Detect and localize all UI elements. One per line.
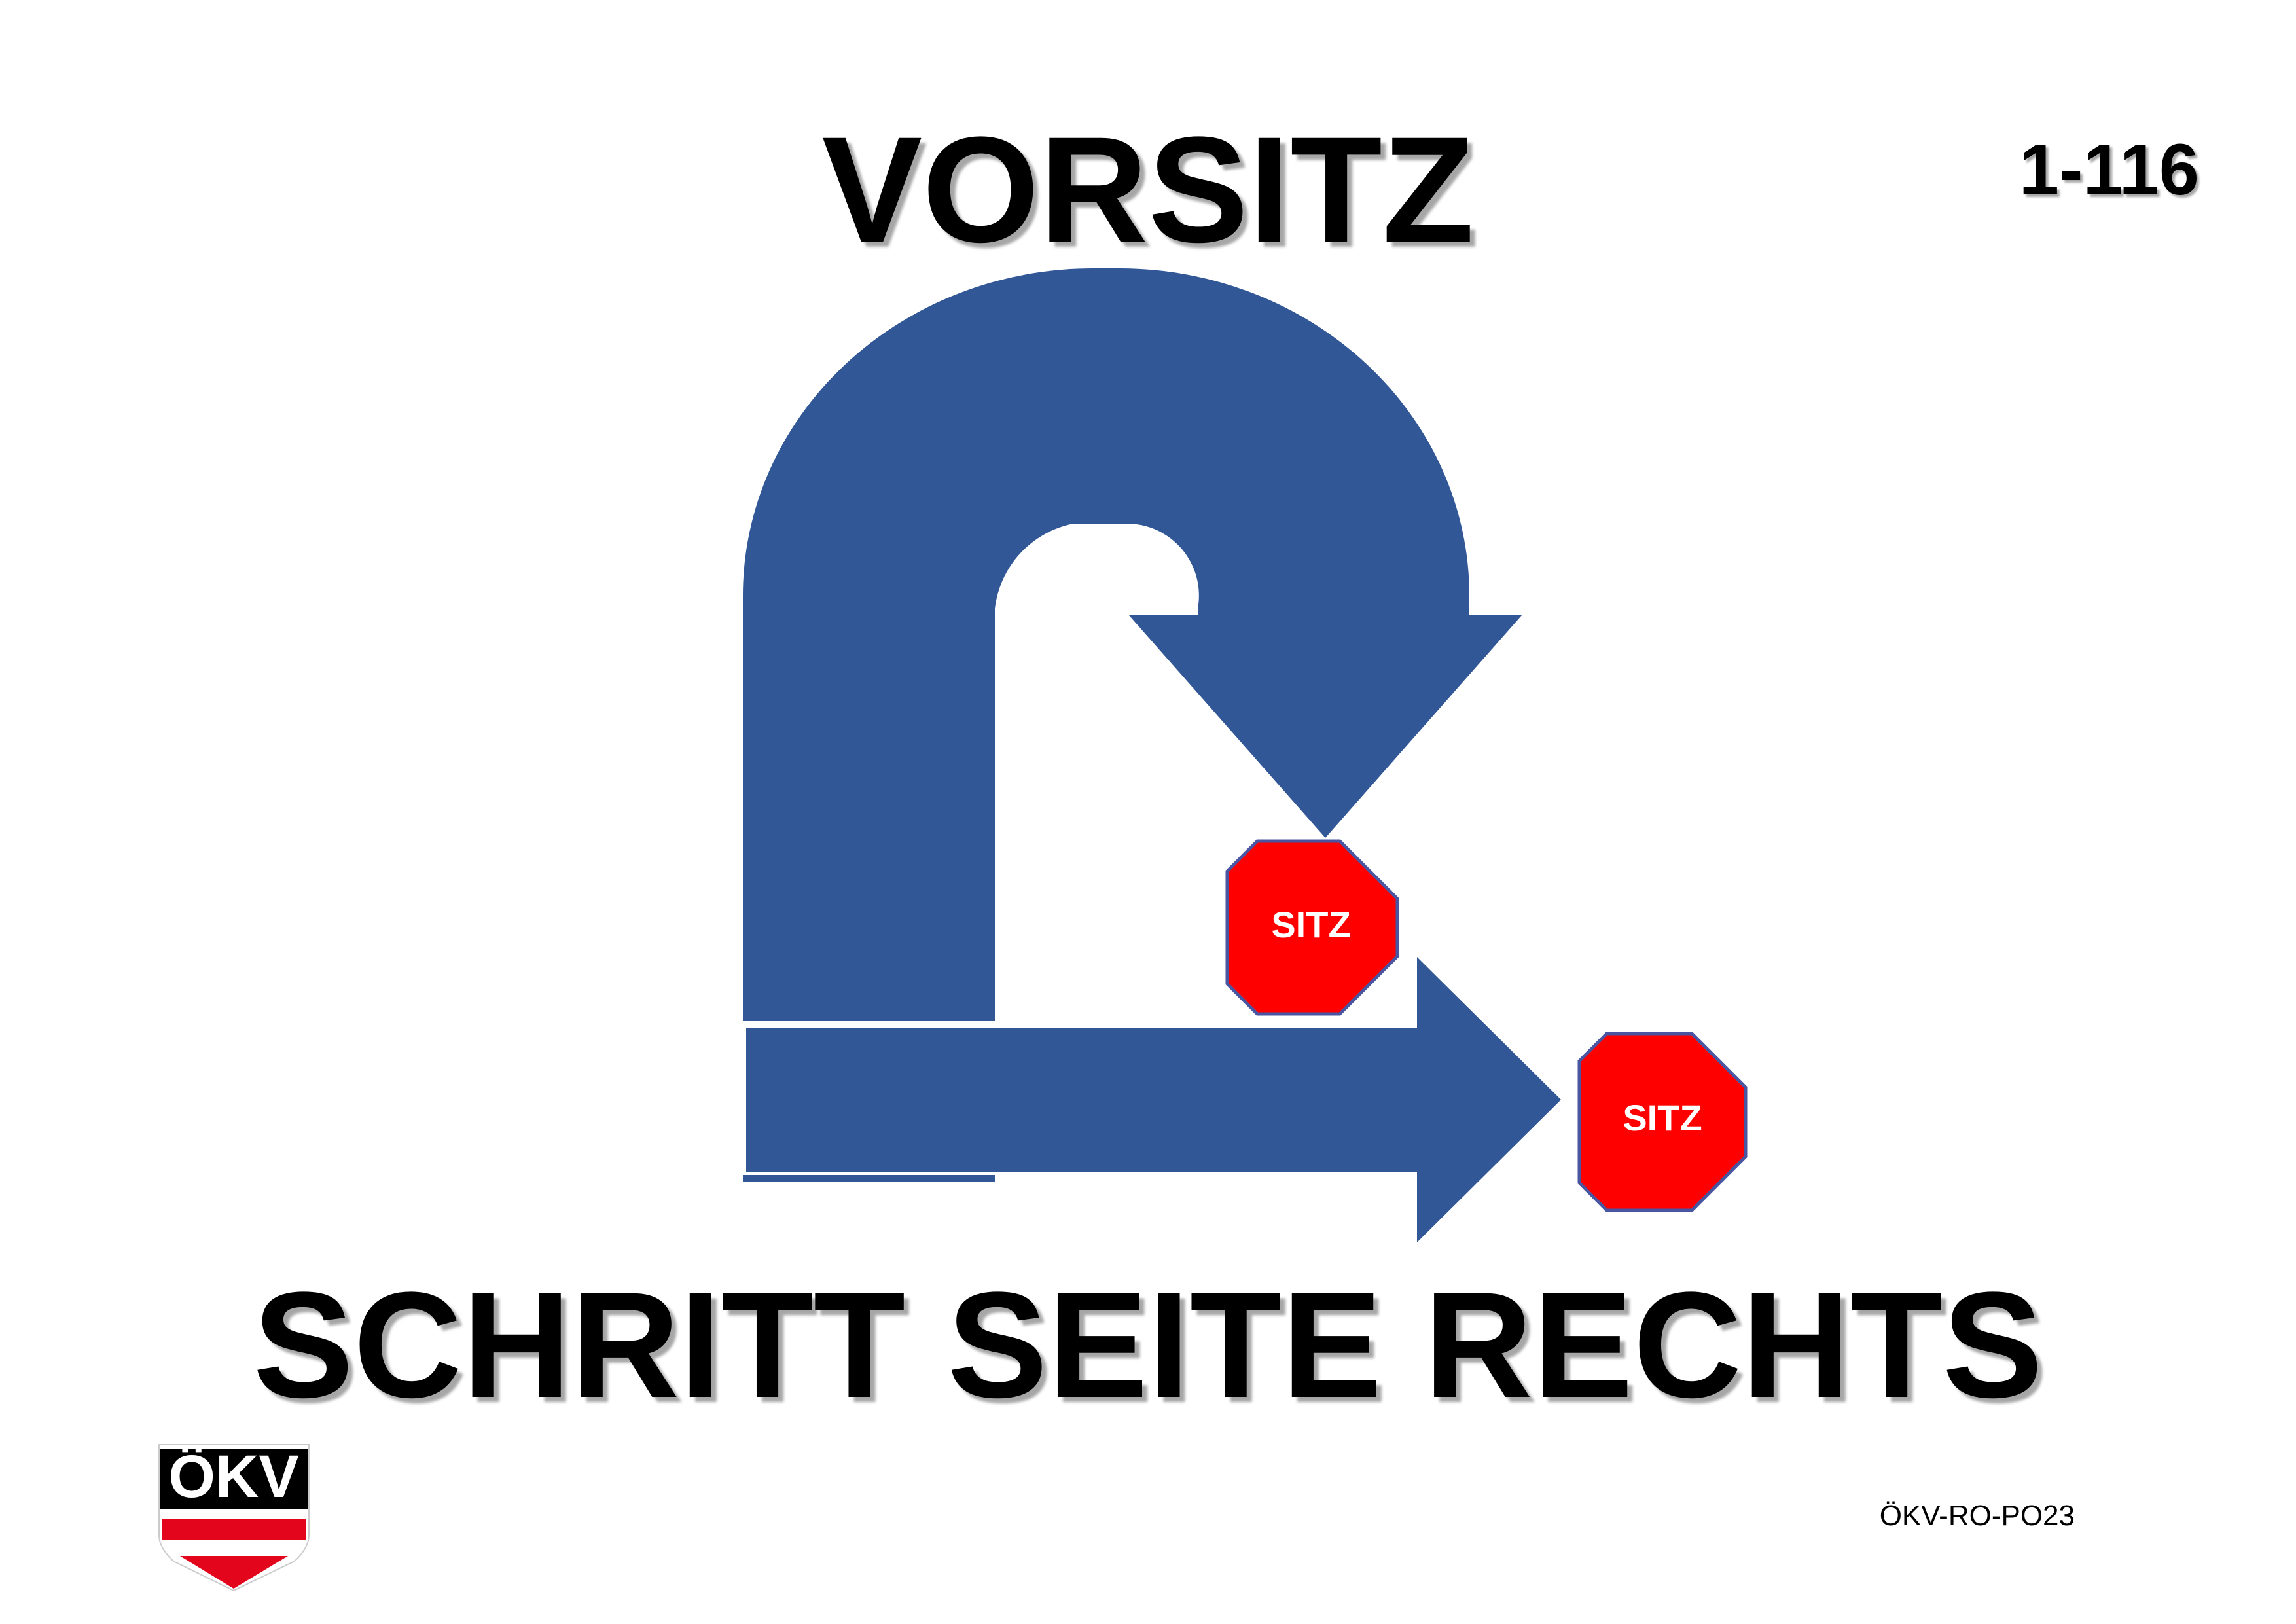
logo-text: ÖKV bbox=[168, 1443, 298, 1510]
stop-marker-1: SITZ bbox=[1225, 839, 1399, 1016]
document-code: ÖKV-RO-PO23 bbox=[1879, 1500, 2075, 1532]
u-turn-arrow-icon bbox=[743, 268, 1522, 1021]
u-turn-base-line bbox=[743, 1175, 995, 1182]
stop-octagon-icon bbox=[1225, 839, 1399, 1016]
stop-marker-2: SITZ bbox=[1577, 1032, 1748, 1212]
okv-shield-logo: ÖKV bbox=[158, 1443, 310, 1592]
stop-octagon-icon bbox=[1577, 1032, 1748, 1212]
logo-red-stripe-top bbox=[162, 1519, 306, 1540]
sign-title: VORSITZ bbox=[821, 105, 1475, 274]
right-arrow-icon bbox=[746, 957, 1561, 1242]
logo-black-band bbox=[160, 1449, 308, 1509]
stop-marker-label: SITZ bbox=[1271, 904, 1350, 945]
sign-number: 1-116 bbox=[2018, 130, 2199, 210]
logo-red-stripe-bottom bbox=[180, 1556, 288, 1589]
sign-subtitle: SCHRITT SEITE RECHTS bbox=[253, 1261, 2043, 1429]
stop-marker-label: SITZ bbox=[1623, 1097, 1702, 1138]
